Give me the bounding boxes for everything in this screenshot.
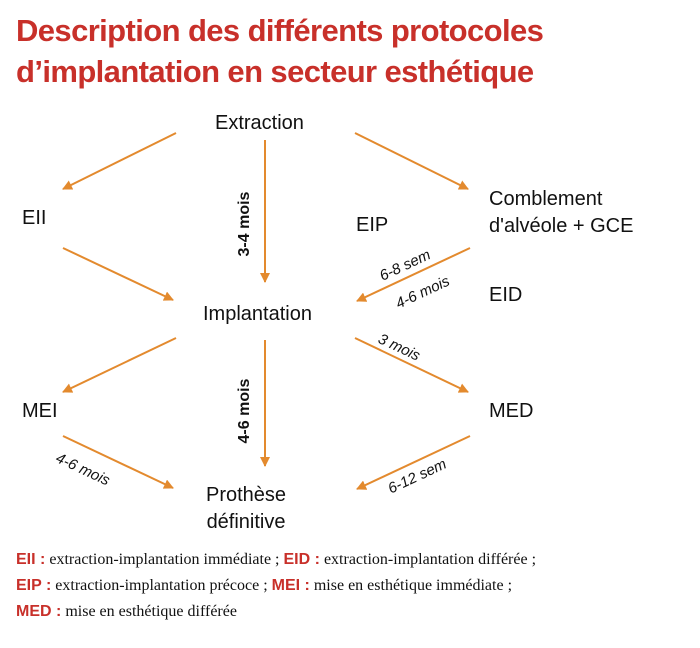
legend-eip-text: extraction-implantation précoce ; [51,577,272,594]
arrow-comblement-implantation [356,247,471,302]
label-implantation-prothese: 4-6 mois [236,378,253,444]
node-prothese-line-2: définitive [206,511,286,533]
legend-eid-text: extraction-implantation différée ; [319,551,537,568]
legend-line-1: EII : extraction-implantation immédiate … [16,547,696,573]
node-comblement-line-2: d'alvéole + GCE [489,215,634,237]
node-extraction: Extraction [215,112,304,134]
legend-eii-text: extraction-implantation immédiate ; [45,551,284,568]
legend: EII : extraction-implantation immédiate … [16,547,696,625]
node-eip: EIP [356,214,389,236]
legend-mei-abbr: MEI : [271,577,310,594]
node-mei: MEI [22,400,58,422]
node-eii: EII [22,207,47,229]
arrow-implantation-med [354,337,469,393]
legend-line-3: MED : mise en esthétique différée [16,599,696,625]
legend-eip-abbr: EIP : [16,577,52,594]
node-implantation: Implantation [203,303,312,325]
arrow-eii-implantation [62,247,174,301]
legend-mei-text: mise en esthétique immédiate ; [309,577,513,594]
node-prothese-line-1: Prothèse [206,484,287,506]
legend-med-text: mise en esthétique différée [61,603,237,620]
diagram-title: Description des différents protocoles d’… [16,10,696,92]
node-eid: EID [489,284,523,306]
arrow-med-prothese [356,435,471,490]
legend-line-2: EIP : extraction-implantation précoce ; … [16,573,696,599]
node-med: MED [489,400,534,422]
label-extraction-implantation: 3-4 mois [236,191,253,257]
arrow-implantation-mei [62,337,177,393]
arrow-extraction-comblement [354,132,469,190]
node-comblement-line-1: Comblement [489,188,603,210]
arrow-mei-prothese [62,435,174,489]
arrow-extraction-eii [62,132,177,190]
legend-med-abbr: MED : [16,603,62,620]
title-line-1: Description des différents protocoles [16,13,544,48]
legend-eii-abbr: EII : [16,551,46,568]
title-line-2: d’implantation en secteur esthétique [16,54,534,89]
node-comblement: Comblement d'alvéole + GCE [489,186,633,240]
legend-eid-abbr: EID : [283,551,320,568]
node-prothese: Prothèse définitive [206,482,286,536]
